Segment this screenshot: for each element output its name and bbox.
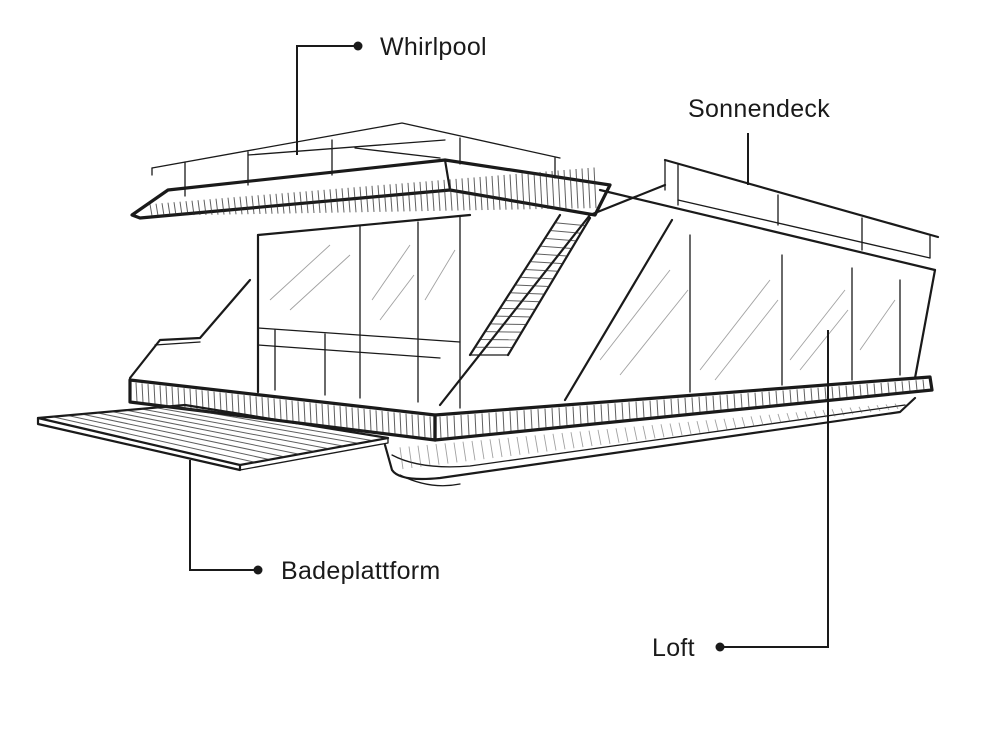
leader-dot-badeplattform [253, 565, 263, 575]
loft [563, 188, 937, 402]
label-loft: Loft [652, 634, 695, 662]
bathing-platform [36, 403, 390, 472]
leader-loft [715, 330, 829, 652]
staircase [438, 183, 667, 407]
leader-whirlpool [296, 41, 363, 155]
label-badeplattform: Badeplattform [281, 557, 441, 585]
lower-cabin [128, 213, 472, 409]
label-sonnendeck: Sonnendeck [688, 95, 830, 123]
leader-dot-whirlpool [353, 41, 363, 51]
sun-deck [663, 158, 940, 259]
main-deck [128, 375, 934, 442]
upper-deck [130, 122, 612, 220]
label-whirlpool: Whirlpool [380, 33, 487, 61]
leader-badeplattform [189, 460, 263, 575]
leader-dot-loft [715, 642, 725, 652]
hull [383, 396, 917, 487]
